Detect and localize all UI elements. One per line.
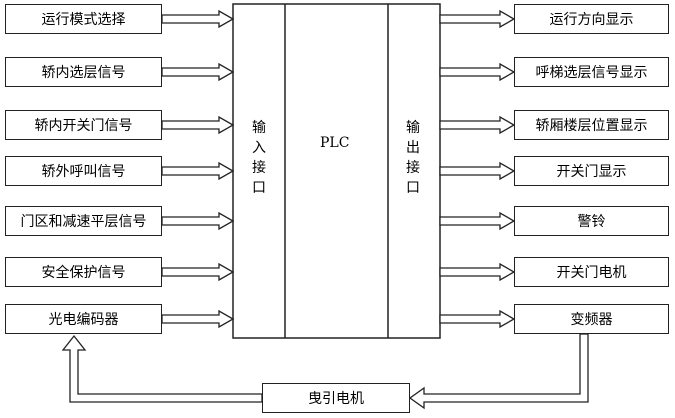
motor-to-encoder-arrow bbox=[61, 334, 263, 403]
output-arrow-3 bbox=[439, 161, 516, 181]
input-interface-label: 输入接口 bbox=[252, 120, 266, 196]
input-arrow-6 bbox=[161, 309, 235, 329]
input-label-0: 运行模式选择 bbox=[41, 12, 126, 28]
output-box-door-motor: 开关门电机 bbox=[514, 257, 669, 287]
output-box-alarm-bell: 警铃 bbox=[514, 206, 669, 236]
input-box-run-mode: 运行模式选择 bbox=[5, 4, 162, 34]
plc-title: PLC bbox=[320, 135, 350, 151]
output-box-direction-display: 运行方向显示 bbox=[514, 4, 669, 34]
output-arrow-6 bbox=[439, 309, 516, 329]
input-label-2: 轿内开关门信号 bbox=[34, 118, 133, 134]
output-label-6: 变频器 bbox=[570, 312, 613, 328]
output-box-door-display: 开关门显示 bbox=[514, 156, 669, 186]
input-box-safety: 安全保护信号 bbox=[5, 257, 162, 287]
input-arrow-3 bbox=[161, 161, 235, 181]
output-label-0: 运行方向显示 bbox=[549, 12, 634, 28]
output-label-3: 开关门显示 bbox=[556, 164, 627, 180]
output-arrow-1 bbox=[439, 62, 516, 82]
input-box-door-zone: 门区和减速平层信号 bbox=[5, 206, 162, 236]
input-box-car-floor-select: 轿内选层信号 bbox=[5, 57, 162, 87]
output-label-4: 警铃 bbox=[577, 214, 606, 230]
input-label-4: 门区和减速平层信号 bbox=[20, 214, 147, 230]
traction-motor-label: 曳引电机 bbox=[308, 391, 364, 407]
inverter-to-motor-arrow bbox=[408, 333, 589, 410]
input-arrow-2 bbox=[161, 115, 235, 135]
input-arrow-1 bbox=[161, 62, 235, 82]
input-label-3: 轿外呼叫信号 bbox=[41, 164, 126, 180]
output-arrow-2 bbox=[439, 115, 516, 135]
input-arrow-5 bbox=[161, 262, 235, 282]
input-box-hall-call: 轿外呼叫信号 bbox=[5, 156, 162, 186]
output-box-inverter: 变频器 bbox=[514, 304, 669, 334]
input-box-car-door: 轿内开关门信号 bbox=[5, 110, 162, 140]
input-label-1: 轿内选层信号 bbox=[41, 65, 126, 81]
output-box-call-select-display: 呼梯选层信号显示 bbox=[514, 57, 669, 87]
input-label-6: 光电编码器 bbox=[48, 312, 119, 328]
output-label-1: 呼梯选层信号显示 bbox=[535, 65, 648, 81]
input-label-5: 安全保护信号 bbox=[41, 265, 126, 281]
output-interface-label: 输出接口 bbox=[406, 120, 420, 196]
input-box-encoder: 光电编码器 bbox=[5, 304, 162, 334]
input-arrow-4 bbox=[161, 211, 235, 231]
output-label-2: 轿厢楼层位置显示 bbox=[535, 118, 648, 134]
output-box-floor-position-display: 轿厢楼层位置显示 bbox=[514, 110, 669, 140]
input-arrow-0 bbox=[161, 9, 235, 29]
output-label-5: 开关门电机 bbox=[556, 265, 627, 281]
output-arrow-5 bbox=[439, 262, 516, 282]
output-arrow-4 bbox=[439, 211, 516, 231]
output-arrow-0 bbox=[439, 9, 516, 29]
traction-motor-box: 曳引电机 bbox=[262, 383, 410, 413]
